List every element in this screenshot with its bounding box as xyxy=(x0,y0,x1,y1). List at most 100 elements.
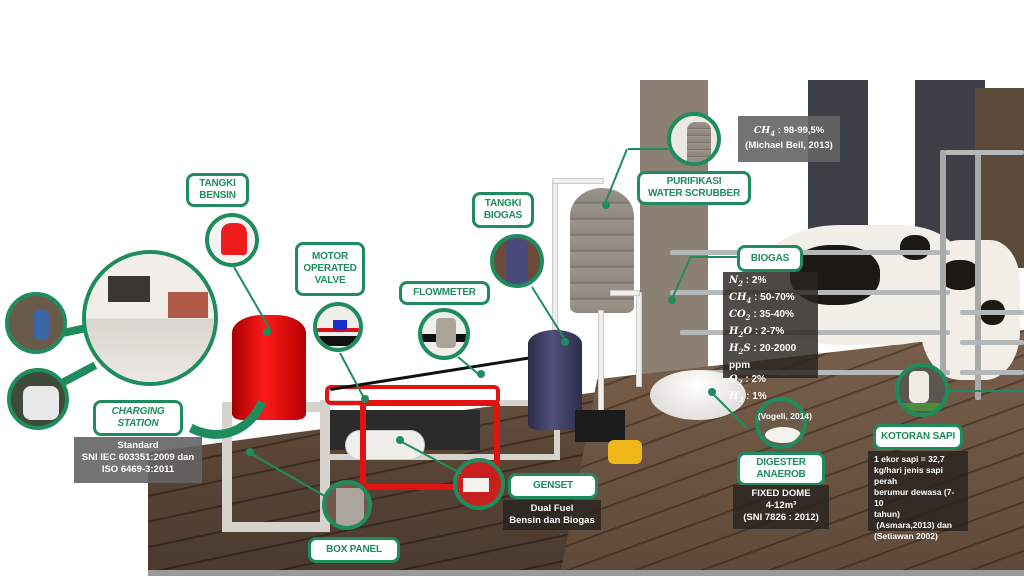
flowmeter-circle xyxy=(418,308,470,360)
digester-circle xyxy=(755,397,807,449)
label-line: BIOGAS xyxy=(483,210,523,221)
fence-rail xyxy=(945,150,1024,155)
water-scrubber-circle xyxy=(667,112,721,166)
fence-rail xyxy=(960,340,1024,345)
info-line: ISO 6469-3:2011 xyxy=(101,464,175,475)
dot-box-panel xyxy=(246,448,254,456)
label-line: STATION xyxy=(117,418,159,429)
formula-ch4: CH4 xyxy=(753,125,776,138)
genset-engine xyxy=(345,430,425,460)
label-line: MOTOR xyxy=(311,251,349,262)
leader-scrubber xyxy=(628,148,668,150)
biogas-tank-circle xyxy=(490,234,544,288)
info-line: Bensin dan Biogas xyxy=(509,515,595,526)
composition-source: (Vogeli, 2014) xyxy=(757,411,812,421)
floor-edge xyxy=(148,570,1024,576)
info-line: (Asmara,2013) dan xyxy=(874,520,952,530)
composition-n2: N2 : 2% xyxy=(729,275,767,288)
label-tangki-biogas: TANGKI BIOGAS xyxy=(472,192,534,228)
info-purifikasi-result: CH4 : 98-99,5% (Michael Beil, 2013) xyxy=(738,116,840,162)
info-line: 1 ekor sapi = 32,7 xyxy=(874,454,945,464)
info-line: kg/hari jenis sapi perah xyxy=(874,465,943,486)
info-biogas-composition: N2 : 2% CH4 : 50-70% CO2 : 35-40% H2O : … xyxy=(723,272,818,421)
label-line: WATER SCRUBBER xyxy=(647,188,740,199)
fence-post xyxy=(975,150,981,400)
info-charging-standard: Standard SNI IEC 603351:2009 dan ISO 646… xyxy=(74,437,202,483)
info-genset: Dual Fuel Bensin dan Biogas xyxy=(503,500,601,530)
box-panel-circle xyxy=(322,480,372,530)
label-line: DIGESTER xyxy=(756,457,806,468)
source: (Michael Beil, 2013) xyxy=(745,139,833,151)
cow-dung-circle xyxy=(895,363,949,417)
leader-kotoran xyxy=(948,390,1024,392)
info-digester: FIXED DOME 4-12m³ (SNI 7826 : 2012) xyxy=(733,485,829,529)
person-circle xyxy=(5,292,67,354)
fence-rail xyxy=(700,370,950,375)
fence-rail xyxy=(960,370,1024,375)
info-line: FIXED DOME xyxy=(751,488,811,499)
dot-genset xyxy=(396,436,404,444)
car-circle xyxy=(7,368,69,430)
info-line: Standard xyxy=(117,440,159,451)
label-line: OPERATED xyxy=(303,263,357,274)
label-line: TANGKI xyxy=(199,178,236,189)
label-line: GENSET xyxy=(533,480,573,491)
dot-scrubber xyxy=(602,201,610,209)
label-biogas: BIOGAS xyxy=(737,245,803,272)
ch4-value: : 98-99,5% xyxy=(777,125,825,136)
composition-h2s: H2S : 20-2000 ppm xyxy=(729,343,797,371)
fence-rail xyxy=(670,250,950,255)
water-pump xyxy=(608,440,642,464)
label-tangki-bensin: TANGKI BENSIN xyxy=(186,173,249,207)
info-line: berumur dewasa (7-10 xyxy=(874,487,955,508)
dot-flowmeter xyxy=(477,370,485,378)
label-line: TANGKI xyxy=(484,198,522,209)
fence-post xyxy=(940,150,946,400)
scrubber-pipe-top xyxy=(552,178,604,184)
label-line: BIOGAS xyxy=(750,252,790,264)
charging-station-circle xyxy=(82,250,218,386)
info-line: tahun) xyxy=(874,509,900,519)
dot-digester xyxy=(708,388,716,396)
label-line: CHARGING xyxy=(111,406,165,417)
digester-pipe xyxy=(636,292,642,387)
pump-base xyxy=(575,410,625,442)
motor-valve-circle xyxy=(313,302,363,352)
label-line: KOTORAN SAPI xyxy=(880,431,956,442)
label-line: ANAEROB xyxy=(756,469,806,480)
label-line: VALVE xyxy=(314,275,346,286)
dot-biogas-tank xyxy=(561,338,569,346)
label-line: BENSIN xyxy=(199,190,236,201)
composition-h2o: H2O : 2-7% xyxy=(729,326,785,339)
info-line: Dual Fuel xyxy=(530,503,574,514)
info-kotoran-sapi: 1 ekor sapi = 32,7 kg/hari jenis sapi pe… xyxy=(868,451,968,541)
label-charging-station: CHARGING STATION xyxy=(93,400,183,436)
genset-circle xyxy=(453,458,505,510)
label-purifikasi: PURIFIKASI WATER SCRUBBER xyxy=(637,171,751,205)
leader-biogas xyxy=(690,256,738,258)
fence-rail xyxy=(960,310,1024,315)
digester-pipe-top xyxy=(610,290,640,296)
biogas-tank xyxy=(528,330,582,430)
label-line: FLOWMETER xyxy=(413,287,476,298)
dot-motor-valve xyxy=(361,395,369,403)
scrubber-pipe xyxy=(552,180,558,330)
label-kotoran-sapi: KOTORAN SAPI xyxy=(873,424,963,450)
composition-ch4: CH4 : 50-70% xyxy=(729,292,795,305)
label-motor-operated-valve: MOTOR OPERATED VALVE xyxy=(295,242,365,296)
scrubber-outlet-pipe xyxy=(598,310,604,420)
label-digester-anaerob: DIGESTER ANAEROB xyxy=(737,452,825,486)
info-line: (SNI 7826 : 2012) xyxy=(743,512,819,523)
petrol-tank-circle xyxy=(205,213,259,267)
composition-co2: CO2 : 35-40% xyxy=(729,309,794,322)
red-fuel-line xyxy=(325,385,500,405)
label-flowmeter: FLOWMETER xyxy=(399,281,490,305)
label-line: PURIFIKASI xyxy=(666,176,722,187)
info-line: SNI IEC 603351:2009 dan xyxy=(81,452,195,463)
dot-biogas xyxy=(668,296,676,304)
label-line: BOX PANEL xyxy=(326,544,382,555)
label-genset: GENSET xyxy=(508,473,598,499)
dot-petrol-tank xyxy=(263,328,271,336)
label-box-panel: BOX PANEL xyxy=(308,537,400,563)
